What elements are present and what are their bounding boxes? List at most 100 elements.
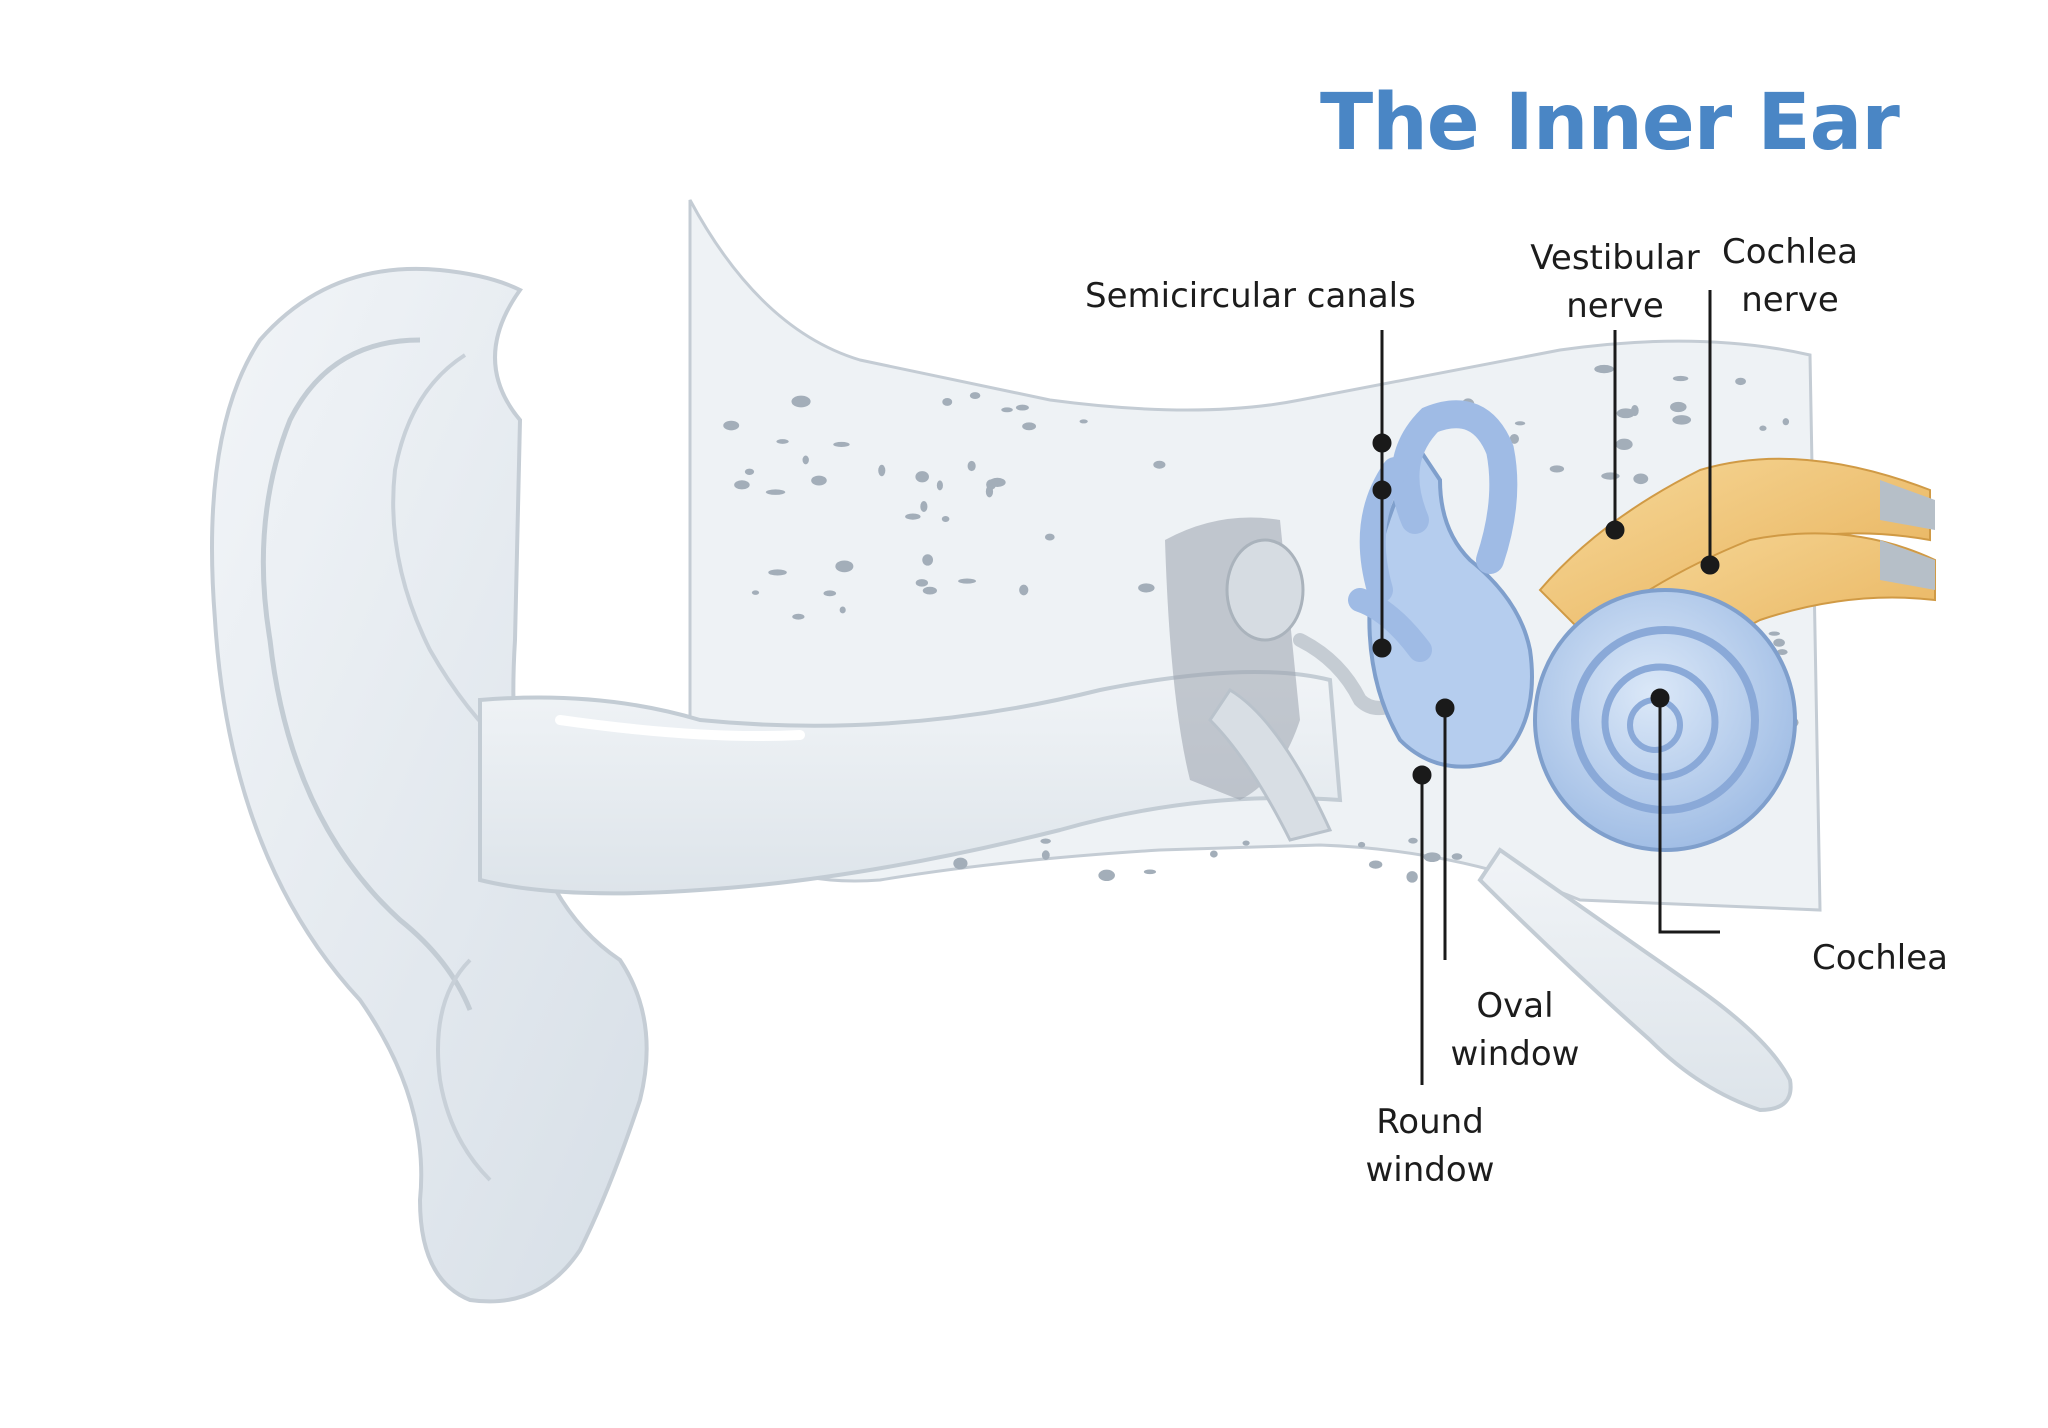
dot-round-window [1412, 765, 1432, 785]
bone-pore [1670, 401, 1687, 413]
label-round-window: Round window [1350, 1098, 1510, 1194]
bone-pore [765, 489, 786, 495]
bone-pore [776, 439, 789, 444]
bone-pore [1594, 364, 1614, 374]
bone-pore [1143, 869, 1157, 875]
bone-pore [1040, 838, 1051, 844]
bone-pore [1079, 419, 1088, 424]
bone-pore [794, 396, 802, 401]
bone-pore [969, 392, 981, 399]
bone-pore [744, 468, 755, 475]
bone-pore [1672, 415, 1692, 425]
label-cochlea: Cochlea [1790, 934, 1970, 982]
bone-pore [958, 578, 976, 584]
leader-cochlea [1658, 698, 1720, 934]
bone-pore [915, 579, 929, 587]
bone-pore [1368, 860, 1383, 869]
bone-pore [985, 485, 994, 498]
bone-pore [1406, 871, 1418, 883]
bone-pore [1782, 418, 1790, 426]
dot-cochlea [1650, 688, 1670, 708]
bone-pore [1768, 631, 1781, 636]
middle-ear [1165, 517, 1427, 842]
bone-pore [1098, 869, 1115, 882]
bone-pore [915, 471, 929, 483]
bone-pore [989, 477, 1006, 488]
leader-lines [1372, 290, 1720, 1085]
bone-pore [941, 516, 950, 522]
bone-pore [942, 398, 953, 406]
bone-pore [1549, 465, 1565, 473]
label-cochlea-nerve-line-2: nerve [1741, 280, 1839, 320]
bone-pore [1041, 850, 1050, 860]
bone-pore [1408, 837, 1418, 844]
bone-pore [839, 606, 846, 614]
label-cochlea-nerve: Cochlea nerve [1685, 228, 1895, 324]
bone-pore [878, 464, 886, 477]
bone-pore [922, 586, 937, 595]
dot-semicircular-canals-1 [1372, 433, 1392, 453]
label-semicircular-canals: Semicircular canals [1085, 272, 1416, 320]
dot-semicircular-canals-3 [1372, 638, 1392, 658]
bone-pore [1601, 472, 1620, 480]
bone-pore [1209, 850, 1218, 858]
bone-pore [802, 455, 809, 465]
bone-pore [811, 475, 827, 486]
bone-pore [1423, 852, 1441, 862]
bone-pore [1357, 841, 1366, 848]
bone-pore [1759, 425, 1767, 431]
label-vestibular-nerve-line-1: Vestibular [1530, 238, 1700, 278]
inner-ear-labyrinth [1348, 400, 1797, 852]
bone-pore [953, 857, 968, 870]
bone-pore [920, 500, 928, 512]
auricle [210, 266, 649, 1304]
dot-oval-window [1435, 698, 1455, 718]
bone-pore [1672, 375, 1689, 382]
bone-pore [1615, 438, 1633, 450]
bone-pore [835, 560, 854, 573]
label-oval-window: Oval window [1435, 982, 1595, 1078]
label-oval-window-line-2: window [1450, 1034, 1580, 1074]
bone-pore [1242, 840, 1250, 846]
label-round-window-line-1: Round [1376, 1102, 1484, 1142]
bone-pore [751, 590, 760, 595]
label-cochlea-line-1: Cochlea [1812, 938, 1948, 978]
bone-pore [1735, 377, 1746, 386]
bone-pore [823, 590, 837, 597]
bone-pore [1001, 407, 1013, 413]
bone-pore [833, 441, 850, 447]
label-vestibular-nerve-line-2: nerve [1566, 286, 1664, 326]
dot-semicircular-canals-2 [1372, 480, 1392, 500]
bone-pore [1451, 853, 1463, 860]
bone-pore [1019, 584, 1029, 596]
bone-pore [1773, 638, 1785, 647]
bone-pore [791, 395, 811, 408]
eustachian-tube [1477, 847, 1793, 1113]
bone-pore [936, 480, 943, 491]
bone-pore [1616, 408, 1635, 419]
label-oval-window-line-1: Oval [1476, 986, 1554, 1026]
bone-pore [768, 569, 787, 576]
bone-pore [1509, 433, 1519, 444]
dot-vestibular-nerve [1605, 520, 1625, 540]
bone-pore [1153, 460, 1166, 469]
bone-pore [1015, 404, 1029, 411]
bone-pore [1044, 533, 1055, 541]
bone-pore [1022, 422, 1037, 431]
label-round-window-line-2: window [1365, 1150, 1495, 1190]
label-cochlea-nerve-line-1: Cochlea [1722, 232, 1858, 272]
bone-pore [723, 420, 740, 431]
bone-pore [1776, 649, 1788, 656]
label-semicircular-canals-line-1: Semicircular canals [1085, 276, 1416, 316]
bone-pore [734, 480, 750, 490]
bone-pore [922, 554, 934, 566]
label-vestibular-nerve: Vestibular nerve [1470, 234, 1760, 330]
bone-pore [905, 513, 921, 520]
bone-pore [1138, 583, 1155, 593]
bone-pore [1514, 421, 1526, 426]
bone-pore [792, 613, 805, 620]
ear-canal [478, 670, 1343, 896]
bone-pore [1633, 473, 1649, 485]
dot-cochlea-nerve [1700, 555, 1720, 575]
